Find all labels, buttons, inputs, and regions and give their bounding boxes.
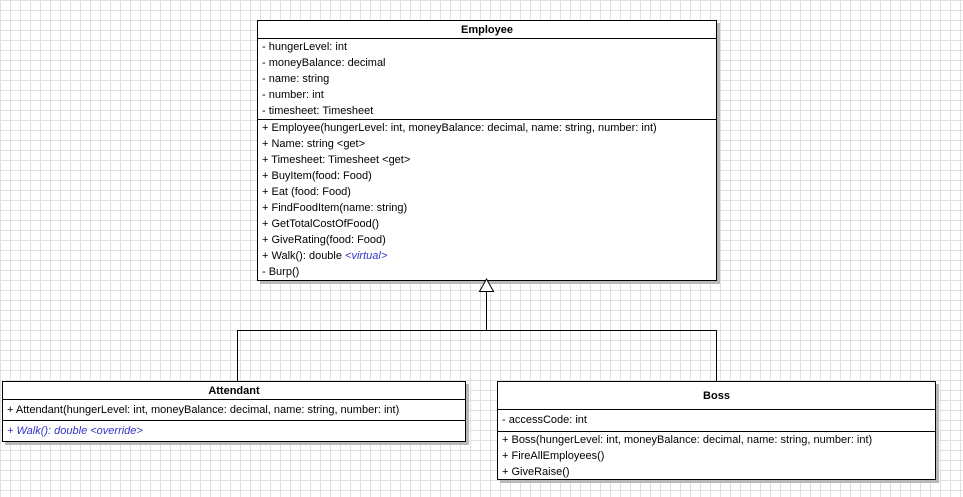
method-text: + Walk(): double xyxy=(262,250,346,262)
employee-methods-compartment: + Employee(hungerLevel: int, moneyBalanc… xyxy=(258,119,716,279)
boss-methods-compartment: + Boss(hungerLevel: int, moneyBalance: d… xyxy=(498,431,935,479)
method-row-walk-override: + Walk(): double <override> xyxy=(7,425,143,437)
class-title-employee: Employee xyxy=(258,21,716,39)
inheritance-arrow-icon xyxy=(478,278,495,292)
class-box-employee[interactable]: Employee - hungerLevel: int - moneyBalan… xyxy=(257,20,717,281)
method-row: + Boss(hungerLevel: int, moneyBalance: d… xyxy=(502,434,873,446)
method-row: - Burp() xyxy=(262,266,300,278)
attendant-override-compartment: + Walk(): double <override> xyxy=(3,420,465,440)
boss-attributes-compartment: - accessCode: int xyxy=(498,410,935,431)
method-row: + BuyItem(food: Food) xyxy=(262,170,372,182)
method-row: + Name: string <get> xyxy=(262,138,366,150)
attribute-row: - moneyBalance: decimal xyxy=(262,57,386,69)
connector-line-to-boss xyxy=(716,330,717,381)
attribute-row: - timesheet: Timesheet xyxy=(262,105,374,117)
connector-line-horizontal xyxy=(237,330,717,331)
employee-attributes-compartment: - hungerLevel: int - moneyBalance: decim… xyxy=(258,39,716,119)
class-box-boss[interactable]: Boss - accessCode: int + Boss(hungerLeve… xyxy=(497,381,936,480)
attribute-row: - name: string xyxy=(262,73,330,85)
attribute-row: - hungerLevel: int xyxy=(262,41,347,53)
class-box-attendant[interactable]: Attendant + Attendant(hungerLevel: int, … xyxy=(2,381,466,442)
method-row-walk: + Walk(): double <virtual> xyxy=(258,248,716,264)
method-row: + FireAllEmployees() xyxy=(502,450,605,462)
class-title-boss: Boss xyxy=(498,382,935,410)
method-row: + Eat (food: Food) xyxy=(262,186,351,198)
method-row: + FindFoodItem(name: string) xyxy=(262,202,408,214)
method-row: + GetTotalCostOfFood() xyxy=(262,218,380,230)
attribute-row: - number: int xyxy=(262,89,324,101)
attendant-constructor-compartment: + Attendant(hungerLevel: int, moneyBalan… xyxy=(3,400,465,420)
attribute-row: - accessCode: int xyxy=(502,414,587,426)
class-title-attendant: Attendant xyxy=(3,382,465,400)
method-row: + Attendant(hungerLevel: int, moneyBalan… xyxy=(7,404,400,416)
connector-line-stem xyxy=(486,292,487,330)
method-row: + GiveRating(food: Food) xyxy=(262,234,386,246)
virtual-stereotype: <virtual> xyxy=(345,250,388,262)
method-row: + Employee(hungerLevel: int, moneyBalanc… xyxy=(262,122,657,134)
connector-line-to-attendant xyxy=(237,330,238,381)
method-row: + Timesheet: Timesheet <get> xyxy=(262,154,411,166)
method-row: + GiveRaise() xyxy=(502,466,570,478)
